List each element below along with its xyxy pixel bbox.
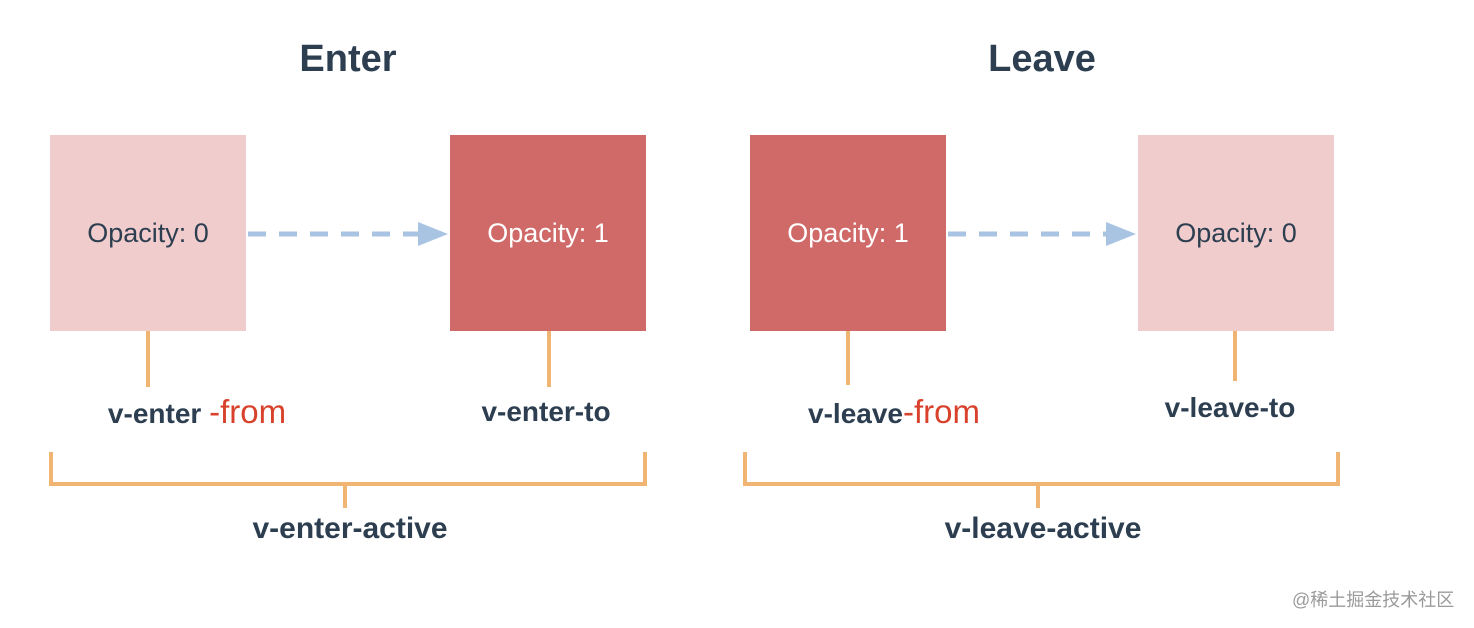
- leave-from-box: Opacity: 1: [750, 135, 946, 331]
- enter-active-label: v-enter-active: [252, 512, 448, 545]
- watermark: @稀土掘金技术社区: [1292, 590, 1455, 610]
- enter-from-label: v-enter -from: [17, 393, 377, 431]
- leave-from-box-text: Opacity: 1: [787, 217, 909, 248]
- leave-arrow: [948, 222, 1136, 246]
- enter-to-connector: [547, 331, 551, 387]
- enter-active-stem: [343, 482, 347, 508]
- enter-from-label-base: v-enter: [107, 398, 202, 429]
- leave-title: Leave: [988, 38, 1096, 80]
- leave-to-connector: [1233, 331, 1237, 381]
- leave-from-label-suffix: -from: [902, 393, 980, 430]
- leave-from-connector: [846, 331, 850, 385]
- enter-from-connector: [146, 331, 150, 387]
- leave-active-stem: [1036, 482, 1040, 508]
- leave-to-box-text: Opacity: 0: [1175, 217, 1297, 248]
- leave-from-label: v-leave-from: [714, 393, 1074, 431]
- leave-active-label: v-leave-active: [944, 512, 1142, 545]
- leave-from-label-base: v-leave: [808, 398, 903, 429]
- leave-to-label: v-leave-to: [1164, 392, 1296, 423]
- enter-to-box-text: Opacity: 1: [487, 217, 609, 248]
- leave-active-bracket: [743, 452, 1340, 486]
- enter-from-box-text: Opacity: 0: [87, 217, 209, 248]
- enter-to-box: Opacity: 1: [450, 135, 646, 331]
- enter-arrow: [248, 222, 448, 246]
- enter-to-label: v-enter-to: [481, 396, 611, 427]
- enter-from-box: Opacity: 0: [50, 135, 246, 331]
- enter-title: Enter: [299, 38, 397, 80]
- enter-active-bracket: [49, 452, 647, 486]
- leave-to-box: Opacity: 0: [1138, 135, 1334, 331]
- enter-from-label-suffix: -from: [209, 393, 287, 430]
